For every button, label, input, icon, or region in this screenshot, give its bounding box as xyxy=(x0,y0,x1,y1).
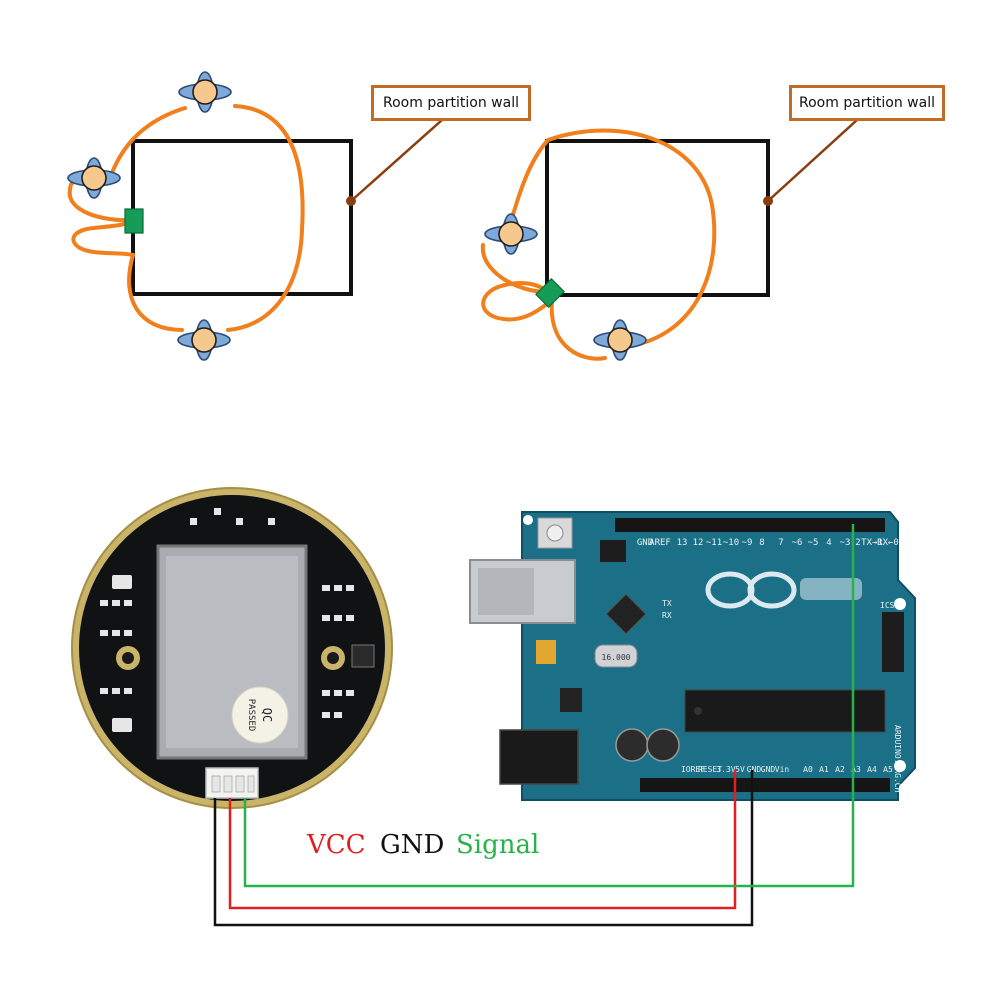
qc-sticker-text: PASSED xyxy=(246,699,256,732)
pin-label: 12 xyxy=(693,538,704,548)
pin-label: GND xyxy=(637,538,653,548)
board-url-label: ARDUINO.ORG.CH xyxy=(893,725,902,793)
pin-label: ~10 xyxy=(723,538,739,548)
partition-wall-callout: Room partition wall xyxy=(371,85,531,121)
crystal xyxy=(594,644,638,668)
pin-label: Vin xyxy=(775,765,790,774)
mounting-hole xyxy=(894,598,906,610)
led-label: RX xyxy=(662,611,672,620)
person-icon xyxy=(177,319,231,361)
pin-label: 5V xyxy=(735,765,745,774)
radar-sensor-icon xyxy=(535,278,565,308)
detection-zone-left xyxy=(67,104,305,332)
icsp-label: ICSP xyxy=(880,601,899,610)
led-label: TX xyxy=(662,599,672,608)
mounting-hole xyxy=(523,515,533,525)
arduino-board: 16.000 13 12 ~11 ~10 ~9 8 7 ~6 ~5 4 xyxy=(469,511,916,801)
capacitor xyxy=(615,728,649,762)
gnd-wire xyxy=(213,770,754,927)
room-wall-right xyxy=(545,139,770,297)
dc-power-jack xyxy=(499,729,579,785)
callout-anchor-dot xyxy=(763,196,773,206)
pin-label: A4 xyxy=(867,765,877,774)
pin-label: TX→1 xyxy=(861,538,883,548)
voltage-regulator xyxy=(560,688,582,712)
radar-sensor-board: QC PASSED xyxy=(71,487,393,809)
pin-label: 8 xyxy=(759,538,764,548)
pin-label: ~6 xyxy=(792,538,803,548)
gnd-label: GND xyxy=(380,830,445,860)
pin-label: 2 xyxy=(855,538,860,548)
radar-sensor-icon xyxy=(124,208,144,234)
scenario-right xyxy=(480,119,858,361)
pin-label: A0 xyxy=(803,765,813,774)
crystal-label: 16.000 xyxy=(602,653,631,662)
qc-sticker-text: QC xyxy=(260,708,274,722)
pin-label: AREF xyxy=(649,538,671,548)
pin-label: GND xyxy=(747,765,762,774)
fuse xyxy=(536,640,556,664)
person-icon xyxy=(178,71,232,113)
callout-leader-line xyxy=(767,119,858,202)
usb-chip xyxy=(605,593,647,635)
pin-label: GND xyxy=(761,765,776,774)
qc-sticker xyxy=(231,686,289,744)
vcc-label: VCC xyxy=(307,830,366,860)
callout-anchor-dot xyxy=(346,196,356,206)
callout-leader-line xyxy=(350,119,443,202)
signal-label: Signal xyxy=(456,830,540,860)
person-icon xyxy=(484,213,538,255)
vcc-wire xyxy=(228,770,737,910)
arduino-logo-icon xyxy=(705,571,797,609)
pin-label: A3 xyxy=(851,765,861,774)
scenario-left xyxy=(67,71,443,361)
pin-label: 7 xyxy=(778,538,783,548)
pin-label: RX←0 xyxy=(877,538,899,548)
person-icon xyxy=(67,157,121,199)
pin-label: 13 xyxy=(677,538,688,548)
power-analog-header xyxy=(640,778,890,792)
pin-label: A1 xyxy=(819,765,829,774)
pin-label: RESET xyxy=(698,765,722,774)
pin-label: ~3 xyxy=(840,538,851,548)
pin-label: ~9 xyxy=(742,538,753,548)
digital-header xyxy=(615,518,885,532)
person-icon xyxy=(593,319,647,361)
capacitor xyxy=(646,728,680,762)
pin-label: IOREF xyxy=(681,765,705,774)
pin-label: 4 xyxy=(826,538,831,548)
pin-label: A2 xyxy=(835,765,845,774)
mounting-hole xyxy=(894,760,906,772)
room-wall-left xyxy=(131,139,353,296)
pin-label: 3.3V xyxy=(716,765,735,774)
atmega-chip xyxy=(684,689,886,733)
pin-label: ~11 xyxy=(706,538,722,548)
signal-wire xyxy=(243,524,855,888)
pin-label: A5 xyxy=(883,765,893,774)
pin-label: ~5 xyxy=(808,538,819,548)
sensor-ic xyxy=(351,644,375,668)
partition-wall-callout: Room partition wall xyxy=(789,85,945,121)
icsp-header xyxy=(882,612,904,672)
